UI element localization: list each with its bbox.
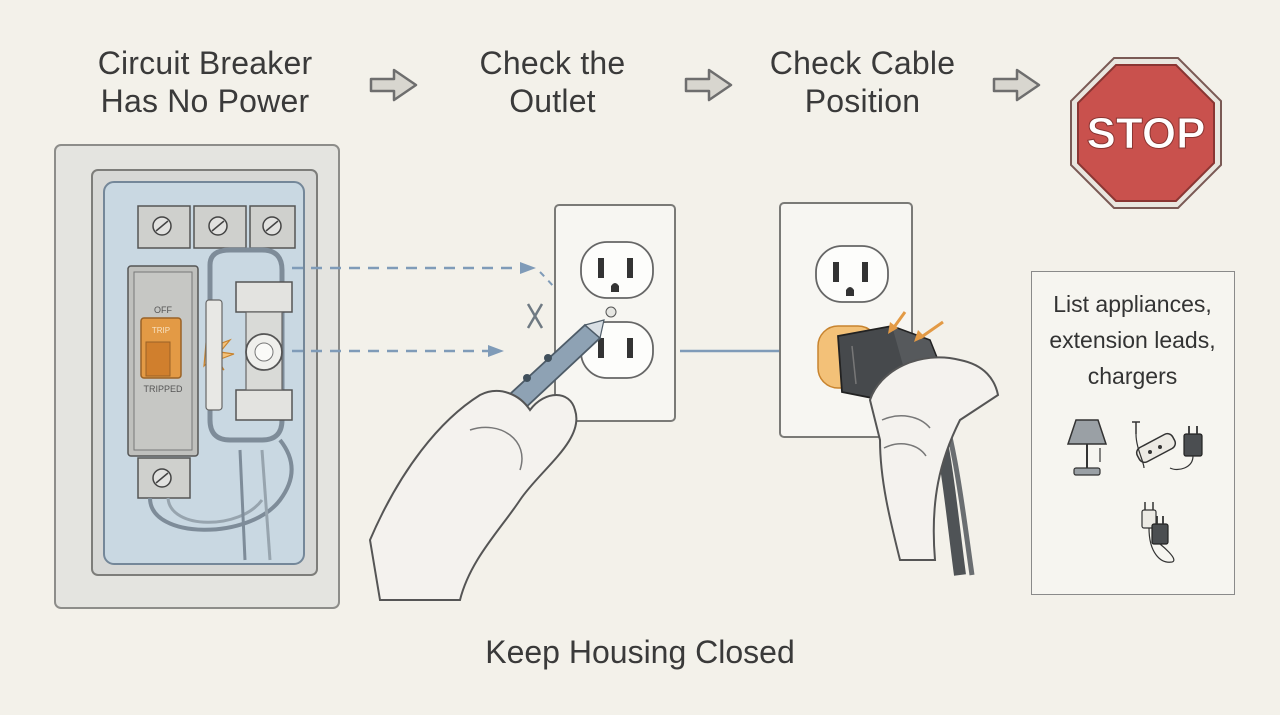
phone-charger-icon [1141,502,1175,563]
stop-sign-icon: STOP [1070,57,1222,209]
breaker-trip-label: TRIP [152,326,170,335]
step-title-line: Outlet [509,83,596,119]
breaker-tripped-label: TRIPPED [143,384,183,394]
flow-arrow-icon [684,68,733,102]
step-title-line: Has No Power [100,83,310,119]
wall-outlet-plug [779,202,1000,576]
flow-arrow-icon [369,68,418,102]
appliance-list-text: List appliances, extension leads, charge… [1032,286,1233,394]
footer-caption: Keep Housing Closed [485,634,795,670]
step-title-line: Position [804,83,921,119]
appliance-list-box: List appliances, extension leads, charge… [1031,271,1235,595]
step-title-cable: Check Cable Position [745,44,980,120]
step-title-line: Circuit Breaker [97,45,313,81]
list-line: extension leads, [1049,327,1216,353]
stop-sign-label: STOP [1086,109,1205,158]
step-title-outlet: Check the Outlet [440,44,665,120]
list-line: chargers [1087,363,1178,389]
charger-icon [1169,426,1203,471]
breaker-off-label: OFF [154,305,172,315]
lamp-icon [1066,419,1108,476]
breaker-panel: OFF TRIP TRIPPED [54,144,340,609]
appliance-icons [1066,419,1203,563]
list-line: List appliances, [1053,291,1212,317]
step-title-line: Check the [479,45,626,81]
step-title-breaker: Circuit Breaker Has No Power [70,44,340,120]
flow-arrow-icon [992,68,1041,102]
extension-lead-icon [1132,421,1177,469]
wall-outlet-tester [368,204,676,601]
step-title-line: Check Cable [769,45,956,81]
